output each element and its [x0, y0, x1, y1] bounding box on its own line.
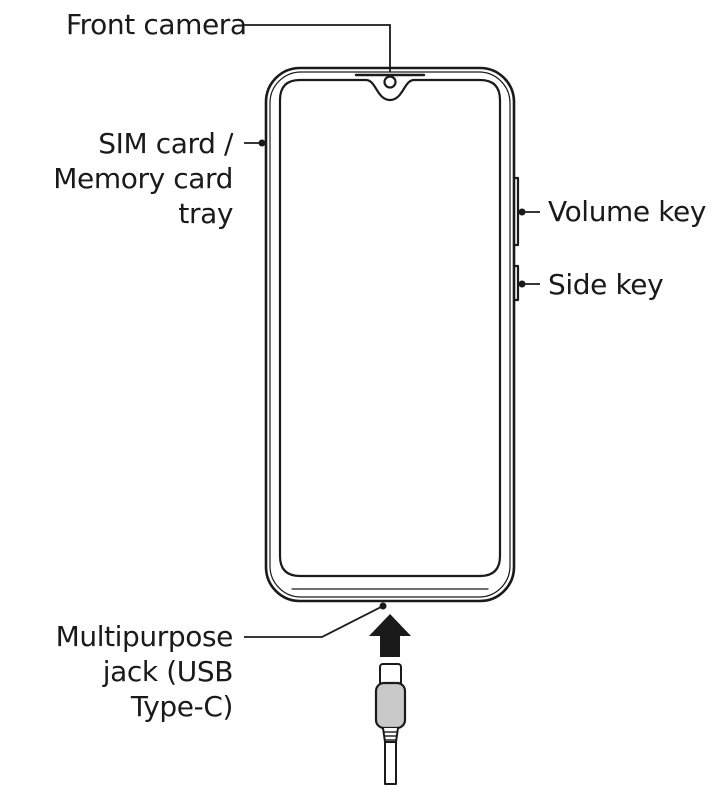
usb-cable — [374, 663, 407, 785]
sim-tray-label-line-3: tray — [178, 197, 233, 230]
multipurpose-jack-label-line-2: jack (USB — [102, 655, 234, 688]
volume-key-dot — [518, 208, 526, 216]
side-key-dot — [518, 280, 526, 288]
insert-arrow-icon — [369, 614, 411, 657]
multipurpose-jack-leader — [244, 605, 384, 638]
phone-body-inner-edge — [269, 71, 511, 598]
sim-tray-dot — [258, 139, 266, 147]
front-camera-label: Front camera — [66, 8, 247, 41]
phone-body-outline — [264, 66, 516, 603]
front-camera-leader — [244, 24, 391, 72]
sim-tray-label-line-1: SIM card / — [98, 127, 233, 160]
sim-tray-label: SIM card / Memory card tray — [53, 126, 233, 231]
multipurpose-jack-label-line-3: Type-C) — [130, 690, 233, 723]
front-camera-lens — [383, 75, 397, 89]
usb-c-plug-housing — [374, 681, 407, 730]
screen-outline — [278, 78, 502, 578]
volume-key — [512, 176, 520, 247]
cable-wire — [384, 741, 397, 785]
multipurpose-jack-label: Multipurpose jack (USB Type-C) — [55, 619, 234, 724]
sim-tray-label-line-2: Memory card — [53, 162, 233, 195]
side-key — [512, 264, 520, 302]
usb-port-dot — [379, 602, 387, 610]
volume-key-label: Volume key — [548, 195, 707, 228]
side-key-label: Side key — [548, 268, 664, 301]
multipurpose-jack-label-line-1: Multipurpose — [55, 620, 234, 653]
